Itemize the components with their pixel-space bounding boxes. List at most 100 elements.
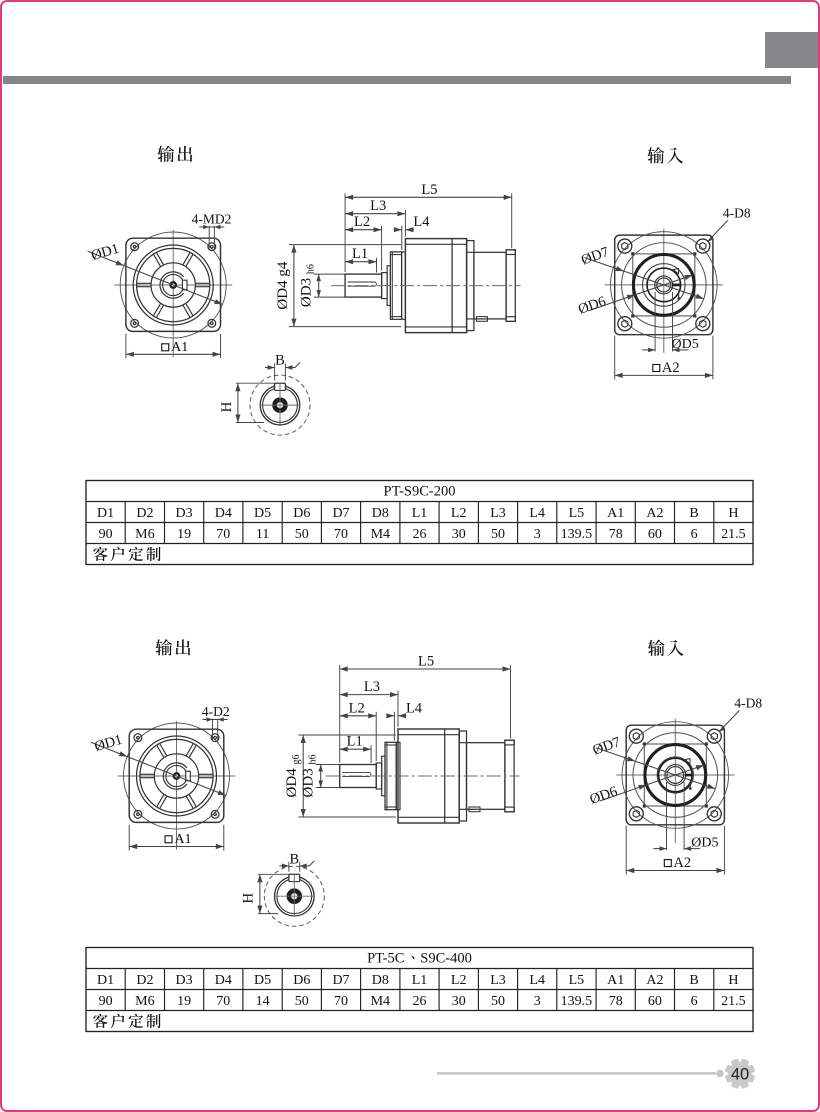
svg-text:A1: A1 [171, 340, 188, 355]
svg-text:L5: L5 [569, 506, 585, 521]
svg-text:90: 90 [99, 527, 113, 542]
svg-text:14: 14 [256, 994, 270, 1009]
svg-text:L1: L1 [347, 734, 363, 750]
svg-text:L5: L5 [418, 654, 434, 670]
svg-text:L4: L4 [413, 214, 430, 230]
svg-text:L4: L4 [529, 506, 545, 521]
svg-text:L4: L4 [406, 700, 423, 716]
svg-text:78: 78 [609, 994, 623, 1009]
svg-text:A1: A1 [174, 832, 191, 847]
svg-text:21.5: 21.5 [721, 994, 746, 1009]
svg-text:4-D8: 4-D8 [734, 696, 762, 711]
svg-text:11: 11 [256, 527, 269, 542]
svg-text:ØD4 g4: ØD4 g4 [275, 261, 291, 309]
svg-text:D4: D4 [215, 973, 232, 988]
svg-text:ØD6: ØD6 [576, 293, 608, 317]
svg-text:L3: L3 [370, 198, 386, 214]
svg-text:26: 26 [413, 994, 427, 1009]
svg-text:B: B [275, 353, 285, 369]
svg-text:PT-5C: PT-5C [367, 951, 404, 967]
svg-text:D8: D8 [372, 506, 389, 521]
svg-text:A2: A2 [646, 506, 663, 521]
svg-text:30: 30 [452, 994, 466, 1009]
svg-text:H: H [728, 506, 738, 521]
svg-text:ØD3 h6: ØD3 h6 [301, 755, 319, 798]
svg-text:L1: L1 [412, 973, 428, 988]
svg-text:50: 50 [295, 994, 309, 1009]
svg-text:L2: L2 [354, 214, 370, 230]
svg-text:L5: L5 [421, 182, 437, 198]
svg-text:ØD1: ØD1 [89, 241, 121, 264]
svg-text:L1: L1 [352, 246, 368, 262]
svg-text:50: 50 [295, 527, 309, 542]
svg-text:ØD5: ØD5 [691, 836, 718, 851]
svg-text:PT-S9C-200: PT-S9C-200 [384, 484, 456, 500]
svg-text:D2: D2 [136, 973, 153, 988]
svg-text:D6: D6 [293, 506, 310, 521]
svg-text:50: 50 [491, 527, 505, 542]
svg-text:139.5: 139.5 [561, 994, 593, 1009]
svg-text:60: 60 [648, 527, 662, 542]
svg-text:70: 70 [216, 527, 230, 542]
svg-text:H: H [219, 402, 235, 413]
svg-text:50: 50 [491, 994, 505, 1009]
svg-text:139.5: 139.5 [561, 527, 593, 542]
svg-text:3: 3 [534, 994, 541, 1009]
svg-text:B: B [689, 506, 698, 521]
svg-text:4-D8: 4-D8 [723, 205, 751, 220]
svg-text:D5: D5 [254, 973, 271, 988]
svg-text:A2: A2 [662, 360, 680, 376]
svg-text:4-MD2: 4-MD2 [192, 212, 232, 227]
svg-text:D6: D6 [293, 973, 310, 988]
svg-text:ØD5: ØD5 [672, 337, 699, 352]
svg-text:21.5: 21.5 [721, 527, 746, 542]
svg-text:ØD4 g6: ØD4 g6 [284, 755, 302, 798]
svg-text:A2: A2 [646, 973, 663, 988]
svg-text:D8: D8 [372, 973, 389, 988]
svg-text:D2: D2 [136, 506, 153, 521]
svg-text:B: B [289, 852, 299, 868]
svg-text:60: 60 [648, 994, 662, 1009]
svg-text:L2: L2 [349, 700, 365, 716]
svg-text:A2: A2 [673, 855, 691, 871]
svg-text:90: 90 [99, 994, 113, 1009]
svg-text:6: 6 [691, 994, 698, 1009]
svg-text:D5: D5 [254, 506, 271, 521]
svg-text:30: 30 [452, 527, 466, 542]
svg-text:D4: D4 [215, 506, 232, 521]
svg-text:L5: L5 [569, 973, 585, 988]
svg-text:H: H [241, 893, 257, 904]
svg-text:A1: A1 [607, 973, 624, 988]
svg-text:26: 26 [413, 527, 427, 542]
svg-text:D7: D7 [332, 973, 349, 988]
svg-text:M4: M4 [371, 527, 390, 542]
svg-text:D1: D1 [97, 506, 114, 521]
svg-text:78: 78 [609, 527, 623, 542]
svg-text:D7: D7 [332, 506, 349, 521]
svg-text:L3: L3 [364, 679, 380, 695]
svg-text:ØD6: ØD6 [588, 784, 620, 808]
svg-text:L3: L3 [490, 973, 506, 988]
svg-text:D3: D3 [176, 973, 193, 988]
svg-text:D3: D3 [176, 506, 193, 521]
svg-text:ØD3 h6: ØD3 h6 [299, 264, 317, 307]
svg-text:3: 3 [534, 527, 541, 542]
svg-text:L4: L4 [529, 973, 545, 988]
svg-text:L3: L3 [490, 506, 506, 521]
svg-text:ØD1: ØD1 [93, 732, 125, 755]
svg-text:M6: M6 [135, 994, 154, 1009]
svg-text:S9C-400: S9C-400 [420, 951, 472, 967]
svg-text:M4: M4 [371, 994, 390, 1009]
svg-text:40: 40 [731, 1066, 749, 1084]
svg-text:L2: L2 [451, 973, 467, 988]
svg-text:B: B [689, 973, 698, 988]
svg-text:H: H [728, 973, 738, 988]
svg-text:19: 19 [177, 527, 191, 542]
svg-text:M6: M6 [135, 527, 154, 542]
svg-text:19: 19 [177, 994, 191, 1009]
svg-text:A1: A1 [607, 506, 624, 521]
svg-text:70: 70 [216, 994, 230, 1009]
svg-text:L2: L2 [451, 506, 467, 521]
svg-text:4-D2: 4-D2 [202, 704, 230, 719]
svg-text:6: 6 [691, 527, 698, 542]
